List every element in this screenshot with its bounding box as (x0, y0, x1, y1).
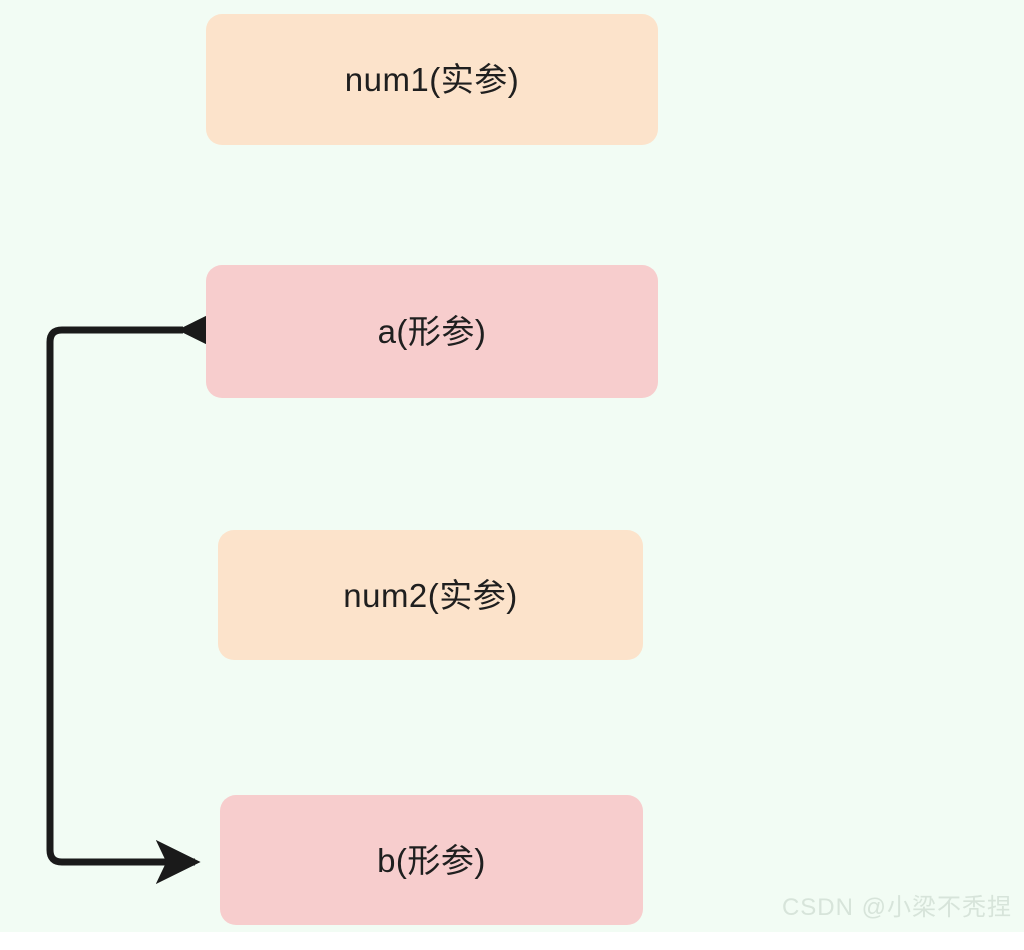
node-num2[interactable]: num2(实参) (218, 530, 643, 660)
node-b-label: b(形参) (377, 841, 486, 879)
node-a-label: a(形参) (377, 313, 487, 350)
node-num1[interactable]: num1(实参) (206, 14, 658, 145)
node-num1-label: num1(实参) (344, 61, 520, 98)
node-num2-label: num2(实参) (343, 576, 518, 614)
node-b[interactable]: b(形参) (220, 795, 643, 925)
csdn-watermark: CSDN @小梁不秃捏 (781, 894, 1012, 921)
connector-path (46, 307, 223, 885)
node-a[interactable]: a(形参) (206, 265, 658, 398)
